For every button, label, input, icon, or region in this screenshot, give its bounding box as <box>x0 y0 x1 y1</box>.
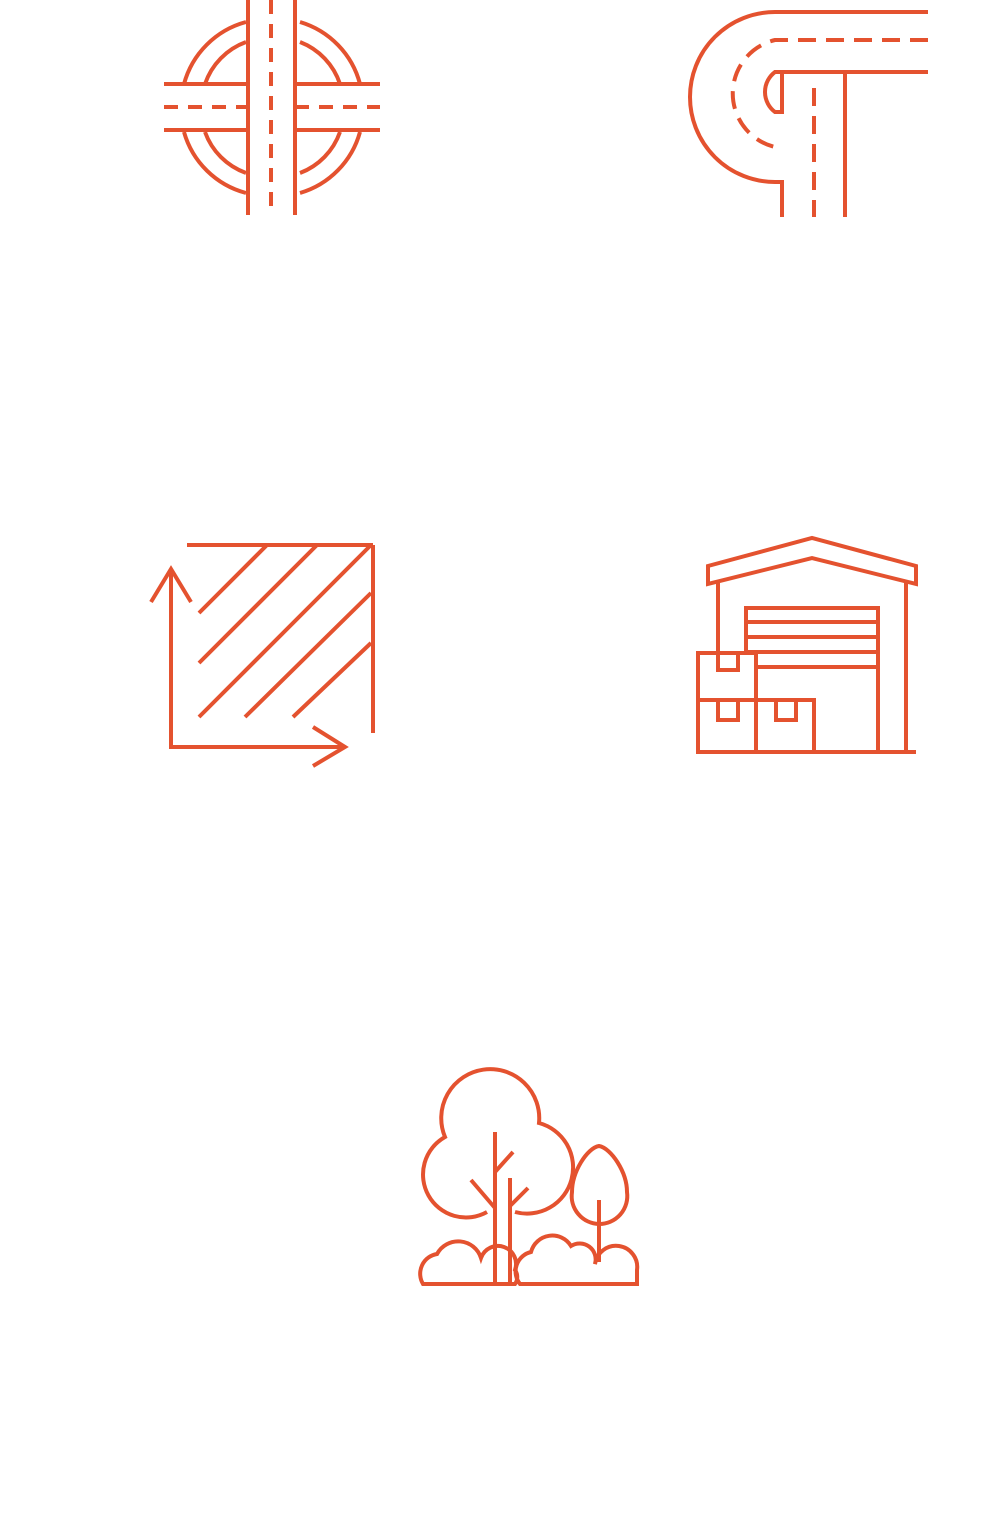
land-area-icon <box>145 535 385 775</box>
road-interchange-icon <box>150 0 395 220</box>
land-area-svg <box>149 543 375 768</box>
park-trees-svg <box>418 1067 640 1286</box>
park-trees-icon <box>415 1060 650 1292</box>
warehouse-svg <box>696 535 918 754</box>
road-interchange-svg <box>164 0 380 215</box>
road-curve-svg <box>688 10 928 217</box>
warehouse-icon <box>690 530 925 760</box>
road-curve-icon <box>680 0 940 220</box>
